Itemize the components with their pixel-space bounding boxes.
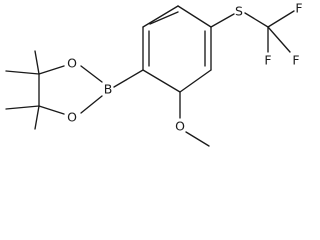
atom-label-boron: B [104, 82, 113, 97]
atom-label-fluorine-left: F [264, 53, 271, 68]
atom-label-ring-oxygen-bottom: O [67, 110, 77, 125]
bond-carbon-fluorine-top [267, 10, 295, 28]
bond-methyl-4 [34, 105, 40, 130]
bond-oxygen-top-carbon [38, 65, 65, 75]
bond-c5-sulfur [210, 13, 235, 28]
ring-bond-c6-c1 [142, 5, 179, 28]
bond-methyl-3 [5, 105, 40, 110]
ring-double-bond-inner-3 [149, 11, 179, 25]
atom-label-fluorine-right: F [292, 53, 299, 68]
atom-label-methoxy-oxygen: O [175, 119, 185, 134]
bond-methyl-1 [34, 50, 40, 75]
bond-boron-oxygen-bottom [80, 95, 103, 114]
bond-oxygen-bottom-carbon [38, 105, 65, 115]
bond-methoxy-oxygen-methyl [185, 131, 210, 147]
bond-carbon-fluorine-right [267, 26, 291, 53]
atom-label-fluorine-top: F [295, 1, 302, 16]
bond-boron-oxygen-top [80, 65, 103, 83]
ring-bond-c3-c4 [179, 69, 212, 93]
molecule-structure-diagram: B O O O S F F F [5, 1, 303, 147]
ring-bond-c2-c3 [142, 69, 181, 93]
bonds [5, 5, 295, 147]
bond-sulfur-cf3-carbon [244, 12, 269, 28]
atom-labels: B O O O S F F F [67, 1, 303, 134]
bond-c2-boron [113, 69, 144, 88]
ring-bond-c5-c6 [177, 5, 212, 28]
atom-label-ring-oxygen-top: O [67, 56, 77, 71]
atom-label-sulfur: S [235, 4, 243, 19]
bond-methyl-2 [5, 70, 40, 75]
